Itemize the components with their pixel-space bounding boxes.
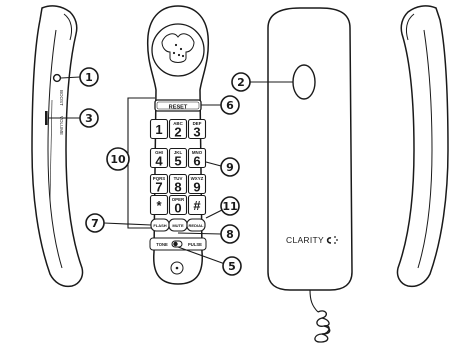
boost-label: BOOST <box>59 90 64 106</box>
back-view-handset: CLARITY <box>267 7 353 343</box>
boost-button[interactable] <box>52 73 62 83</box>
callout-10: 10 <box>106 147 130 171</box>
key-digit: # <box>193 198 201 213</box>
callouts: 1 2 3 6 10 9 11 <box>48 67 293 276</box>
callout-2: 2 <box>231 72 251 92</box>
brand-mark <box>326 236 338 244</box>
callout-1: 1 <box>79 67 99 87</box>
key-1[interactable]: 1 <box>149 118 169 140</box>
redial-label: REDIAL <box>189 223 204 228</box>
svg-text:7: 7 <box>91 217 99 230</box>
callout-9: 9 <box>220 157 240 177</box>
key-pound[interactable]: # <box>187 194 207 216</box>
key-letters: TUV <box>174 176 183 181</box>
key-digit: 1 <box>155 122 162 137</box>
right-side-view-handset <box>396 5 449 288</box>
callout-7: 7 <box>85 213 105 233</box>
flash-button[interactable]: FLASH <box>150 218 170 232</box>
svg-text:2: 2 <box>237 76 245 89</box>
key-letters: OPER <box>172 197 185 202</box>
key-star[interactable]: * <box>149 194 169 216</box>
svg-text:1: 1 <box>85 71 93 84</box>
ringer-light <box>292 64 316 100</box>
volume-slider[interactable] <box>45 111 48 125</box>
svg-text:8: 8 <box>226 228 234 241</box>
key-digit: 2 <box>174 125 181 140</box>
key-digit: 0 <box>174 201 181 216</box>
key-letters: JKL <box>174 150 183 155</box>
svg-text:9: 9 <box>226 161 234 174</box>
mute-button[interactable]: MUTE <box>168 218 188 232</box>
key-digit: 8 <box>174 180 181 195</box>
svg-text:11: 11 <box>222 200 237 213</box>
redial-button[interactable]: REDIAL <box>186 218 206 232</box>
key-digit: 3 <box>193 125 200 140</box>
flash-label: FLASH <box>153 223 166 228</box>
key-digit: 9 <box>193 180 200 195</box>
key-digit: 7 <box>155 180 162 195</box>
callout-6: 6 <box>220 95 240 115</box>
left-side-view-handset: BOOST VOLUME <box>31 5 84 288</box>
reset-button[interactable]: RESET <box>154 99 202 112</box>
mute-label: MUTE <box>172 223 184 228</box>
callout-5: 5 <box>222 256 242 276</box>
callout-8: 8 <box>220 224 240 244</box>
svg-text:6: 6 <box>226 99 234 112</box>
key-letters: PQRS <box>153 176 166 181</box>
key-digit: 5 <box>174 154 181 169</box>
svg-text:10: 10 <box>110 153 126 166</box>
earpiece <box>151 23 205 77</box>
svg-text:5: 5 <box>228 260 236 273</box>
tone-label: TONE <box>156 242 168 247</box>
callout-11: 11 <box>220 196 240 216</box>
reset-label: RESET <box>169 104 188 110</box>
key-letters: ABC <box>173 121 183 126</box>
key-digit: 4 <box>155 154 163 169</box>
callout-3: 3 <box>79 108 99 128</box>
key-letters: MNO <box>192 150 203 155</box>
brand-logo: CLARITY <box>286 235 324 245</box>
tone-pulse-switch[interactable]: TONE PULSE <box>149 237 207 251</box>
pulse-label: PULSE <box>188 242 202 247</box>
key-letters: WXYZ <box>191 176 204 181</box>
coiled-cord <box>309 289 331 343</box>
key-digit: * <box>156 198 162 213</box>
volume-label: VOLUME <box>59 116 64 135</box>
key-letters: GHI <box>155 150 163 155</box>
microphone <box>170 261 184 275</box>
svg-text:3: 3 <box>85 112 93 125</box>
key-letters: DEF <box>193 121 202 126</box>
key-digit: 6 <box>193 154 200 169</box>
